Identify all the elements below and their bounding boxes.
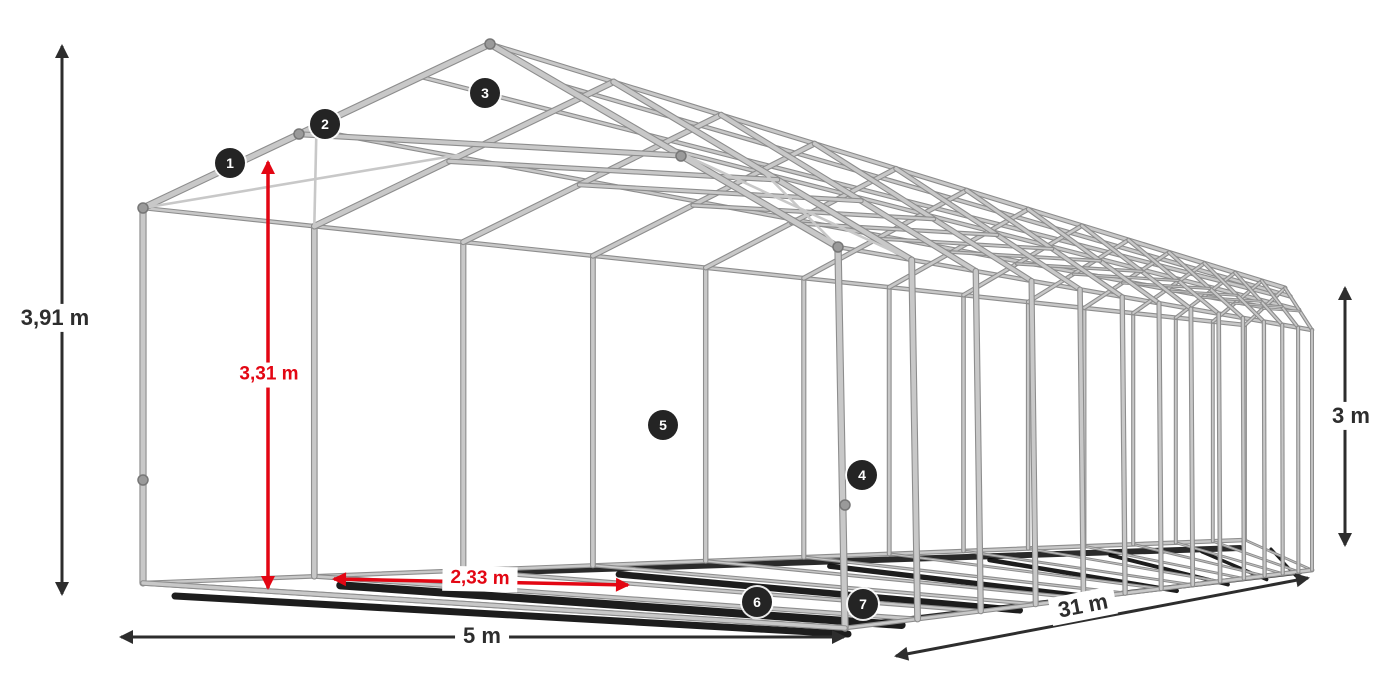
total-height-label: 3,91 m bbox=[12, 303, 98, 333]
width-label: 5 m bbox=[455, 621, 509, 651]
callout-5-badge: 5 bbox=[648, 410, 678, 440]
callout-4-badge: 4 bbox=[847, 460, 877, 490]
callout-2-badge: 2 bbox=[310, 109, 340, 139]
callout-6-badge: 6 bbox=[742, 587, 772, 617]
callout-7-badge: 7 bbox=[848, 589, 878, 619]
inner-height-label: 3,31 m bbox=[231, 362, 307, 388]
pole-spacing-label: 2,33 m bbox=[442, 565, 518, 593]
side-height-label: 3 m bbox=[1324, 401, 1378, 431]
callout-3-badge: 3 bbox=[470, 78, 500, 108]
length-arrow bbox=[894, 573, 1310, 661]
callout-1-badge: 1 bbox=[215, 148, 245, 178]
